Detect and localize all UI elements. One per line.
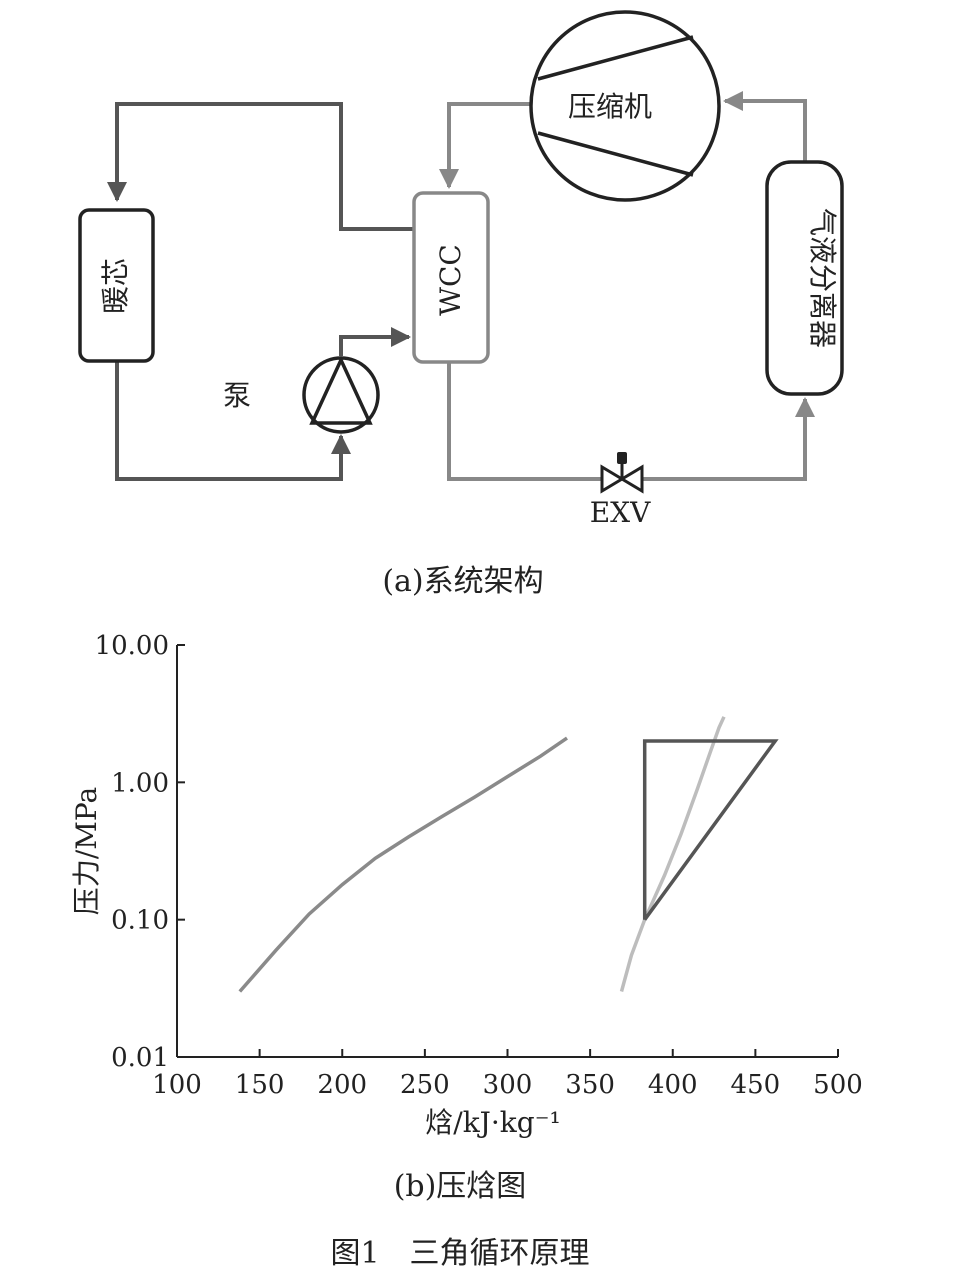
x-tick-label: 150 xyxy=(235,1070,285,1100)
x-ticks: 100 150 200 250 300 350 400 450 500 xyxy=(152,1049,863,1100)
pipe-heater-core-to-pump xyxy=(115,362,351,481)
wcc xyxy=(412,191,490,364)
pipe-exv-to-separator xyxy=(642,397,815,481)
x-tick-label: 450 xyxy=(731,1070,781,1100)
pump xyxy=(302,356,380,434)
figure-caption: 图1 三角循环原理 xyxy=(330,1236,589,1271)
y-tick-label: 0.01 xyxy=(111,1043,169,1073)
system-architecture-diagram: 暖芯 WCC 泵 压缩机 气液分离器 EXV (a)系统架构 xyxy=(78,10,844,599)
x-tick-label: 350 xyxy=(565,1070,615,1100)
gas-liquid-separator xyxy=(765,160,844,396)
heater-core xyxy=(78,208,155,363)
x-tick-label: 200 xyxy=(317,1070,367,1100)
series-line-2 xyxy=(619,716,726,992)
compressor-label: 压缩机 xyxy=(568,90,652,123)
exv-valve-icon xyxy=(600,452,644,494)
gas-liquid-separator-label: 气液分离器 xyxy=(806,208,839,348)
exv-label: EXV xyxy=(590,496,651,529)
x-axis-label: 焓/kJ·kg⁻¹ xyxy=(425,1106,560,1139)
x-tick-label: 300 xyxy=(483,1070,533,1100)
pipe-wcc-to-exv xyxy=(447,362,604,481)
caption-a: (a)系统架构 xyxy=(382,564,543,599)
pipe-compressor-to-wcc xyxy=(439,102,534,189)
x-tick-label: 100 xyxy=(152,1070,202,1100)
pressure-enthalpy-chart: 100 150 200 250 300 350 400 450 500 0.01 1.00 0.10… xyxy=(70,631,863,1204)
caption-b: (b)压焓图 xyxy=(394,1169,527,1204)
pipe-pump-to-wcc xyxy=(339,327,411,356)
pump-triangle-icon xyxy=(309,355,373,425)
x-tick-label: 500 xyxy=(813,1070,863,1100)
heater-core-label: 暖芯 xyxy=(99,258,132,314)
pipe-wcc-to-heater-core xyxy=(107,102,415,231)
pump-label: 泵 xyxy=(223,379,251,412)
compressor xyxy=(529,10,721,202)
wcc-label: WCC xyxy=(434,244,467,316)
x-tick-label: 250 xyxy=(400,1070,450,1100)
pipe-separator-to-compressor xyxy=(723,91,807,163)
y-tick-label: 1.00 xyxy=(111,768,169,798)
x-tick-label: 400 xyxy=(648,1070,698,1100)
compressor-upper-blade xyxy=(537,35,694,81)
y-tick-label: 10.00 xyxy=(95,631,169,661)
series xyxy=(238,716,779,993)
y-ticks: 0.01 1.00 0.10 10.00 xyxy=(95,631,185,1073)
series-line-3 xyxy=(642,739,779,921)
series-line-1 xyxy=(238,736,568,993)
y-tick-label: 0.10 xyxy=(111,906,169,936)
compressor-lower-blade xyxy=(537,131,694,177)
y-axis-label: 压力/MPa xyxy=(70,787,103,915)
